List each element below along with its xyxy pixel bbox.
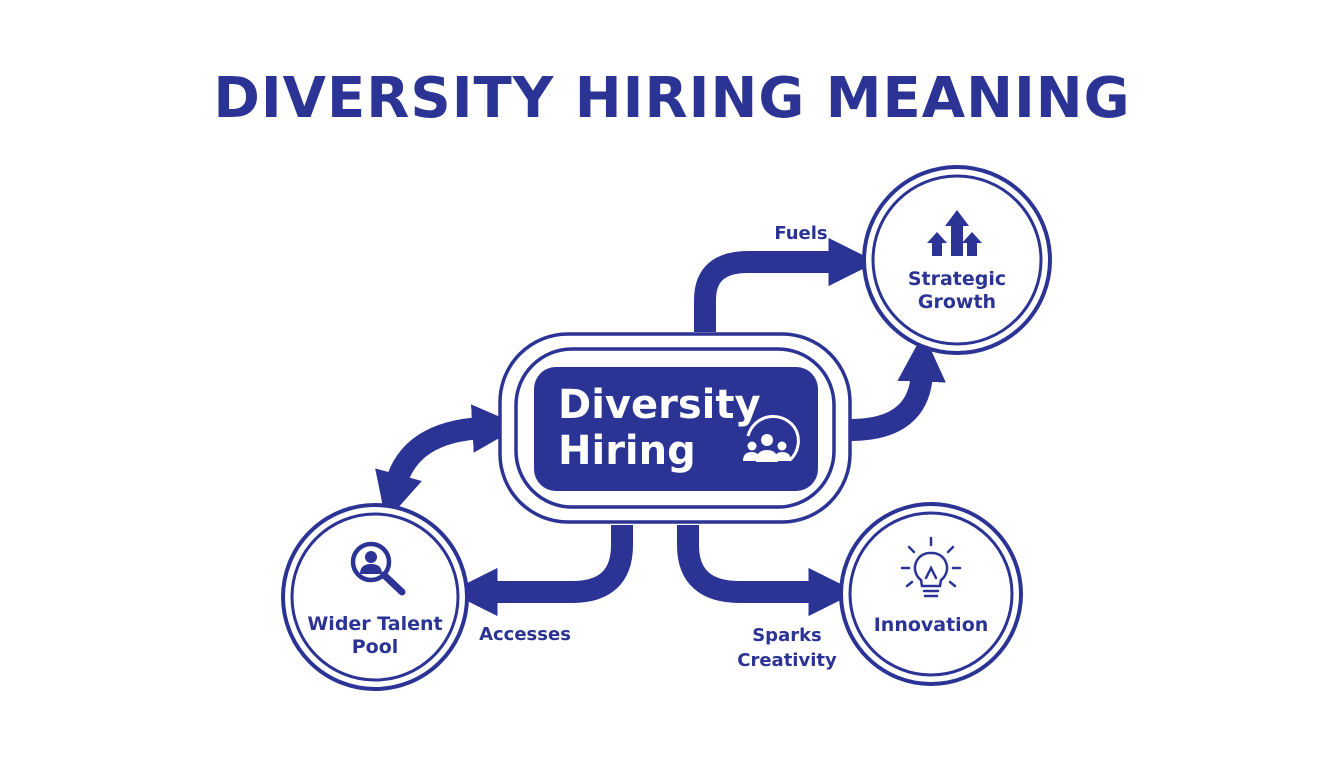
sparks-creativity-label-line1: Sparks <box>752 625 822 646</box>
wider-talent-pool-node: Wider Talent Pool <box>281 503 469 691</box>
lightbulb-icon <box>900 536 962 598</box>
hub-label-line1: Diversity <box>558 382 761 428</box>
growth-arrow <box>849 333 946 441</box>
sparks-arrow <box>677 525 857 617</box>
innovation-label: Innovation <box>874 614 989 636</box>
magnifier-person-icon <box>350 541 406 596</box>
accesses-label: Accesses <box>479 624 571 645</box>
accesses-arrow <box>449 525 633 617</box>
innovation-node: Innovation <box>839 502 1023 686</box>
strategic-growth-node: Strategic Growth <box>862 165 1052 355</box>
hub-node: Diversity Hiring <box>498 332 852 524</box>
wider-talent-pool-label-line2: Pool <box>352 636 399 658</box>
sparks-creativity-label-line2: Creativity <box>737 650 837 671</box>
people-group-icon <box>743 414 800 462</box>
fuels-arrow <box>694 237 877 332</box>
fuels-label: Fuels <box>774 223 827 244</box>
strategic-growth-label-line1: Strategic <box>908 268 1006 290</box>
hub-label-line2: Hiring <box>558 428 696 474</box>
page-title: DIVERSITY HIRING MEANING <box>213 66 1131 131</box>
talent-link-arrow <box>375 404 521 522</box>
strategic-growth-label-line2: Growth <box>918 291 996 313</box>
wider-talent-pool-label-line1: Wider Talent <box>307 613 442 635</box>
growth-arrows-icon <box>927 210 982 256</box>
